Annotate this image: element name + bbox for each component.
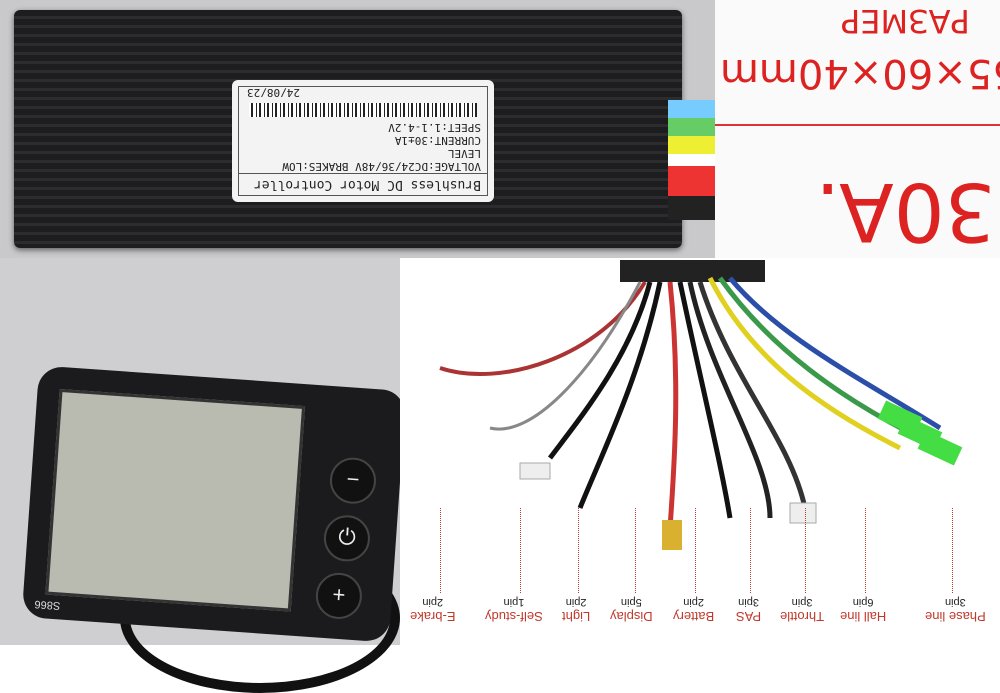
- wire-name: PAS: [736, 609, 762, 624]
- wire-bundle: [668, 100, 715, 220]
- pin-count: 2pin: [422, 596, 444, 608]
- battery-connector: [662, 520, 682, 550]
- wire-name: Hall line: [840, 609, 887, 624]
- pin-count: 2pin: [683, 596, 704, 608]
- light-connector: [519, 462, 551, 480]
- controller-label: Brushless DC Motor Controller VOLTAGE:DC…: [232, 80, 494, 202]
- wire-name: Self-study: [485, 609, 543, 624]
- pin-count: 2pin: [565, 596, 587, 608]
- wire-name: Phase line: [925, 609, 986, 624]
- wire-name: E-brake: [410, 609, 456, 624]
- wire-name: Display: [610, 609, 653, 624]
- wire-name: Throttle: [780, 609, 825, 624]
- note-current: 30A.: [815, 165, 996, 258]
- plus-button: +: [314, 571, 364, 621]
- lcd-screen: [45, 388, 306, 612]
- handwritten-note: РАЗМЕР 155×60×40mm 30A.: [715, 0, 1000, 258]
- wire-name: Battery: [673, 609, 715, 624]
- controller-photo: Brushless DC Motor Controller VOLTAGE:DC…: [0, 0, 715, 258]
- power-button: ⏻: [322, 513, 372, 563]
- pin-count: 1pin: [503, 596, 525, 608]
- note-word: РАЗМЕР: [841, 2, 970, 40]
- pin-count: 6pin: [852, 596, 874, 608]
- label-date: 24/08/23: [247, 86, 300, 99]
- pin-count: 5pin: [620, 596, 642, 608]
- label-current: CURRENT:30±1A: [394, 134, 481, 147]
- pin-count: 3pin: [738, 596, 759, 608]
- note-size: 155×60×40mm: [720, 50, 1000, 96]
- throttle-connector: [789, 502, 817, 524]
- note-divider: [715, 124, 1000, 126]
- barcode: [249, 103, 477, 117]
- model-label: S866: [34, 597, 61, 612]
- lcd-display: − ⏻ + S866: [21, 365, 407, 643]
- label-title: Brushless DC Motor Controller: [239, 173, 487, 195]
- pin-count: 3pin: [791, 596, 813, 608]
- controller-end: [620, 260, 765, 282]
- minus-button: −: [328, 456, 378, 506]
- wire-name: Light: [562, 609, 591, 624]
- label-speed: SPEET:1.1-4.2V: [388, 121, 481, 134]
- pin-count: 3pin: [944, 596, 966, 608]
- label-voltage: VOLTAGE:DC24/36/48V BRAKES:LOW LEVEL: [282, 147, 481, 173]
- wires: [439, 260, 963, 550]
- display-photo: − ⏻ + S866: [0, 258, 407, 693]
